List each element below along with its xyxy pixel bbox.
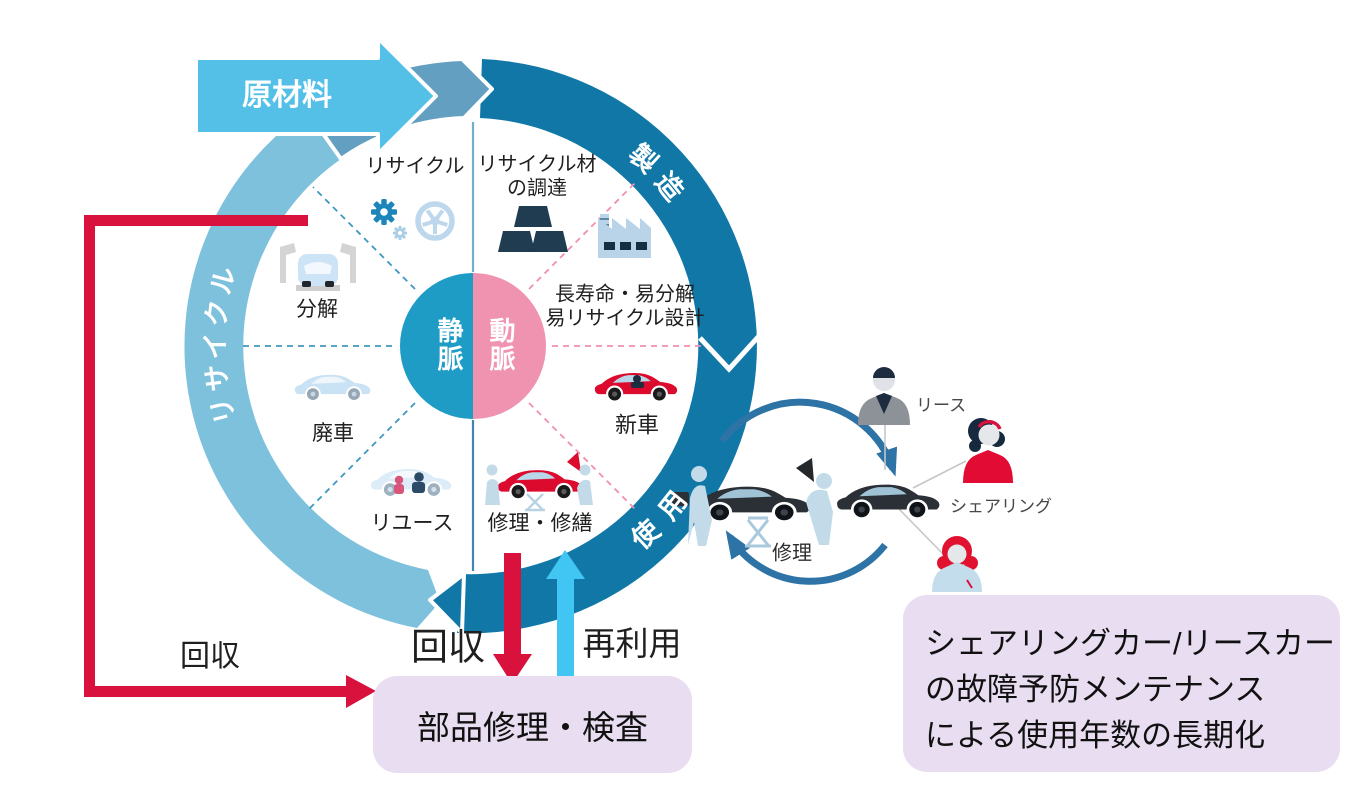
sector-repair-label: 修理・修繕 [487, 511, 593, 535]
note-line-2: の故障予防メンテナンス [925, 672, 1266, 707]
ring-label-char: イ [200, 332, 231, 360]
sector-design-label-1: 長寿命・易分解 [555, 283, 695, 306]
repair-cycle-arrows [719, 398, 898, 585]
disassembly-car-icon [280, 243, 356, 291]
jack-icon [745, 516, 771, 548]
repair-car-icon [485, 452, 593, 512]
sharing-person-icon [963, 418, 1013, 483]
ring-flow-arrowhead-icon [428, 572, 466, 635]
sector-recycle-label: リサイクル [365, 155, 465, 178]
ring-segment-recycle [184, 111, 440, 628]
scrap-car-icon [294, 374, 371, 401]
center-circle [400, 273, 546, 419]
reuse-up-arrow [546, 550, 585, 677]
sector-scrap-label: 廃車 [312, 421, 354, 445]
collect-left-label: 回収 [180, 639, 240, 673]
jack-icon [525, 493, 545, 512]
sector-reuse-label: リユース [370, 511, 454, 535]
sector-design-label-2: 易リサイクル設計 [545, 307, 705, 330]
mechanic-icon [672, 466, 833, 546]
ring-segment-manufacture-use [428, 59, 761, 635]
reuse-car-icon [370, 468, 452, 496]
sector-newcar-label: 新車 [614, 412, 660, 438]
lease-person-icon [858, 367, 910, 425]
ring-chevron-icon [698, 334, 761, 373]
raw-material-arrow-icon [194, 36, 438, 156]
center-circle-dynamic-half [473, 273, 546, 419]
collection-down-arrow [493, 553, 532, 684]
ingots-icon [498, 206, 568, 252]
note-line-1: シェアリングカー/リースカー [925, 626, 1336, 661]
sector-material-label-1: リサイクル材 [477, 153, 597, 176]
center-circle-static-half [400, 273, 473, 419]
shared-dark-car-icon [837, 484, 940, 518]
mechanic-icon [485, 464, 593, 505]
parts-repair-box-label: 部品修理・検査 [417, 708, 648, 746]
sector-dashed-lines [240, 181, 704, 511]
raw-material-label: 原材料 [242, 78, 332, 112]
new-car-icon [594, 373, 678, 401]
repair-cycle-label: 修理 [772, 542, 812, 565]
repaired-dark-car-icon [672, 458, 833, 548]
ring-label-char: ク [201, 297, 235, 329]
lease-label: リース [916, 396, 967, 416]
center-dynamic-label: 動脈 [485, 317, 516, 373]
reuse-up-label: 再利用 [582, 625, 682, 663]
sector-disassembly-label: 分解 [296, 297, 338, 321]
factory-icon [598, 214, 651, 258]
parts-repair-box: 部品修理・検査 [373, 676, 692, 773]
sharing-person2-icon [932, 536, 982, 592]
ring-label-char: サ [200, 362, 235, 394]
sector-material-label-2: の調達 [507, 177, 567, 200]
center-static-label: 静脈 [433, 317, 464, 373]
collection-path-arrow [84, 215, 376, 708]
wheel-icon [415, 201, 455, 241]
maintenance-note-box: シェアリングカー/リースカー の故障予防メンテナンス による使用年数の長期化 [903, 595, 1340, 772]
connector-lines [884, 425, 967, 557]
sharing-label: シェアリング [950, 497, 1052, 517]
gear-icon [371, 199, 408, 241]
note-line-3: による使用年数の長期化 [925, 718, 1266, 753]
collect-mid-label: 回収 [411, 626, 485, 668]
